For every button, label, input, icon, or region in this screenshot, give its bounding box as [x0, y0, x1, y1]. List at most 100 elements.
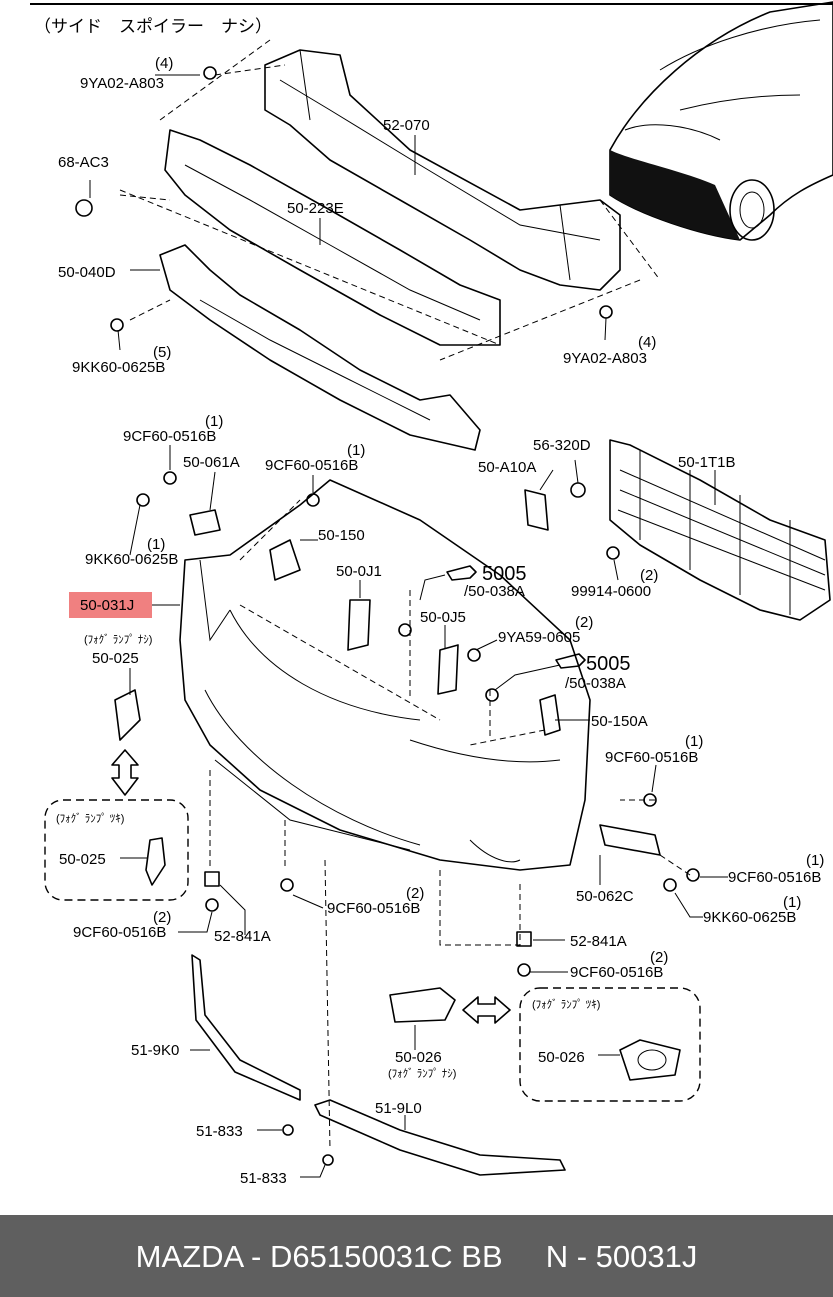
part-label: 9YA59-0605	[498, 629, 580, 646]
part-label: 52-070	[383, 117, 430, 134]
lower-absorber	[159, 244, 481, 451]
lower-trim-51-9K0	[191, 954, 301, 1101]
part-qty: (2)	[406, 885, 424, 902]
nut-icon	[606, 546, 620, 560]
part-label: 50-061A	[183, 454, 240, 471]
screw-icon	[136, 493, 150, 507]
part-qty: (5)	[153, 344, 171, 361]
part-label: 9CF60-0516B	[605, 749, 698, 766]
front-bumper-fascia	[179, 479, 591, 871]
screw-icon	[203, 66, 217, 80]
part-label: 5005	[482, 563, 527, 585]
part-label: 9CF60-0516B	[570, 964, 663, 981]
screw-icon	[599, 305, 613, 319]
screw-icon	[205, 898, 219, 912]
part-label: /50-038A	[464, 583, 525, 600]
clip-icon	[485, 688, 499, 702]
part-label: 9CF60-0516B	[327, 900, 420, 917]
part-qty: (1)	[806, 852, 824, 869]
rivet-icon	[282, 1124, 294, 1136]
clip-icon	[75, 199, 93, 217]
part-label: 9YA02-A803	[80, 75, 164, 92]
part-qty: (2)	[575, 614, 593, 631]
part-label: 51-833	[196, 1123, 243, 1140]
nut-52-841A	[516, 931, 532, 947]
part-label: 5005	[586, 653, 631, 675]
bracket-50-150A	[539, 694, 561, 736]
bracket-50-0J5	[437, 644, 459, 695]
part-label: /50-038A	[565, 675, 626, 692]
fog-note: (ﾌｫｸﾞ ﾗﾝﾌﾟ ﾅｼ)	[388, 1067, 456, 1080]
fog-cover-50-025	[145, 837, 166, 886]
part-label: 9CF60-0516B	[123, 428, 216, 445]
part-label: 50-062C	[576, 888, 634, 905]
part-qty: (2)	[650, 949, 668, 966]
part-label: 9KK60-0625B	[703, 909, 796, 926]
car-illustration	[609, 1, 833, 241]
part-label: 51-9K0	[131, 1042, 179, 1059]
screw-icon	[163, 471, 177, 485]
bolt-56-320D	[570, 482, 586, 498]
part-qty: (1)	[147, 536, 165, 553]
part-label: 56-320D	[533, 437, 591, 454]
part-label: 50-026	[395, 1049, 442, 1066]
part-qty: (2)	[640, 567, 658, 584]
part-qty: (2)	[153, 909, 171, 926]
fog-note: (ﾌｫｸﾞ ﾗﾝﾌﾟ ﾂｷ)	[56, 812, 124, 825]
part-qty: (1)	[685, 733, 703, 750]
bracket-50-061A	[189, 509, 221, 536]
part-number-caption: MAZDA - D65150031C BB N - 50031J	[135, 1239, 698, 1274]
screw-icon	[467, 648, 481, 662]
part-label: 9CF60-0516B	[265, 457, 358, 474]
lower-trim-51-9L0	[314, 1099, 566, 1176]
rivet-icon	[322, 1154, 334, 1166]
hand-pointer-icon	[555, 653, 586, 669]
bracket-50-150	[269, 539, 301, 581]
part-label: 9KK60-0625B	[72, 359, 165, 376]
fog-note: (ﾌｫｸﾞ ﾗﾝﾌﾟ ﾅｼ)	[84, 633, 152, 646]
part-label: 50-0J5	[420, 609, 466, 626]
screw-icon	[686, 868, 700, 882]
screw-icon	[280, 878, 294, 892]
fog-bezel-50-026	[619, 1039, 681, 1081]
hand-pointer-icon	[446, 565, 477, 581]
footer-bar: MAZDA - D65150031C BB N - 50031J	[0, 1215, 833, 1297]
nut-52-841A	[204, 871, 220, 887]
part-qty: (1)	[347, 442, 365, 459]
clip-icon	[398, 623, 412, 637]
part-label: 51-9L0	[375, 1100, 422, 1117]
page-title: （サイド スポイラー ナシ）	[34, 17, 272, 36]
screw-icon	[110, 318, 124, 332]
part-label: 68-AC3	[58, 154, 109, 171]
part-label: 99914-0600	[571, 583, 651, 600]
part-label: 9YA02-A803	[563, 350, 647, 367]
bracket-50-A10A	[524, 489, 549, 531]
bracket-50-062C	[599, 824, 661, 856]
part-qty: (4)	[638, 334, 656, 351]
double-arrow-icon	[111, 749, 139, 796]
part-label: 50-A10A	[478, 459, 536, 476]
part-label: 50-026	[538, 1049, 585, 1066]
part-label: 50-0J1	[336, 563, 382, 580]
exploded-parts-diagram: （サイド スポイラー ナシ）	[30, 1, 833, 1187]
fog-bezel-opening	[637, 1049, 667, 1071]
part-label: 52-841A	[570, 933, 627, 950]
part-label: 50-025	[92, 650, 139, 667]
part-label: 52-841A	[214, 928, 271, 945]
screw-icon	[306, 493, 320, 507]
part-label: 50-040D	[58, 264, 116, 281]
bumper-reinforcement	[264, 49, 621, 291]
fog-note: (ﾌｫｸﾞ ﾗﾝﾌﾟ ﾂｷ)	[532, 998, 600, 1011]
part-qty: (1)	[783, 894, 801, 911]
part-label: 9KK60-0625B	[85, 551, 178, 568]
fog-cover-50-025	[114, 689, 141, 741]
screw-icon	[663, 878, 677, 892]
part-qty: (4)	[155, 55, 173, 72]
screw-icon	[643, 793, 657, 807]
part-label: 50-150	[318, 527, 365, 544]
part-label: 51-833	[240, 1170, 287, 1187]
front-grille	[609, 439, 831, 621]
part-label: 9CF60-0516B	[728, 869, 821, 886]
fog-lamp-option-box	[44, 799, 189, 901]
